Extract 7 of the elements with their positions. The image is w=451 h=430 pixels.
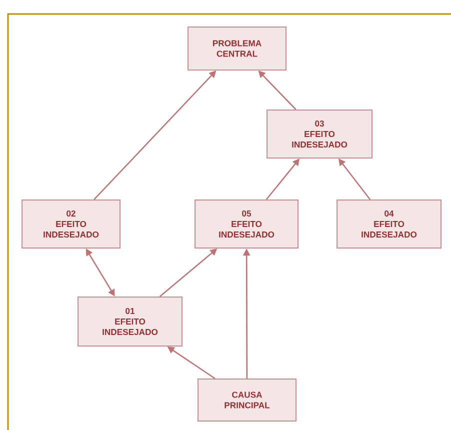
effect-box: 03 EFEITO INDESEJADO — [266, 110, 372, 158]
effect-box: PROBLEMA CENTRAL — [188, 26, 286, 70]
effect-box: 04 EFEITO INDESEJADO — [336, 200, 442, 248]
effect-box: 01 EFEITO INDESEJADO — [78, 296, 182, 346]
effect-box: CAUSA PRINCIPAL — [198, 378, 296, 422]
effect-box: 05 EFEITO INDESEJADO — [194, 200, 298, 248]
effect-box: 02 EFEITO INDESEJADO — [22, 200, 120, 248]
